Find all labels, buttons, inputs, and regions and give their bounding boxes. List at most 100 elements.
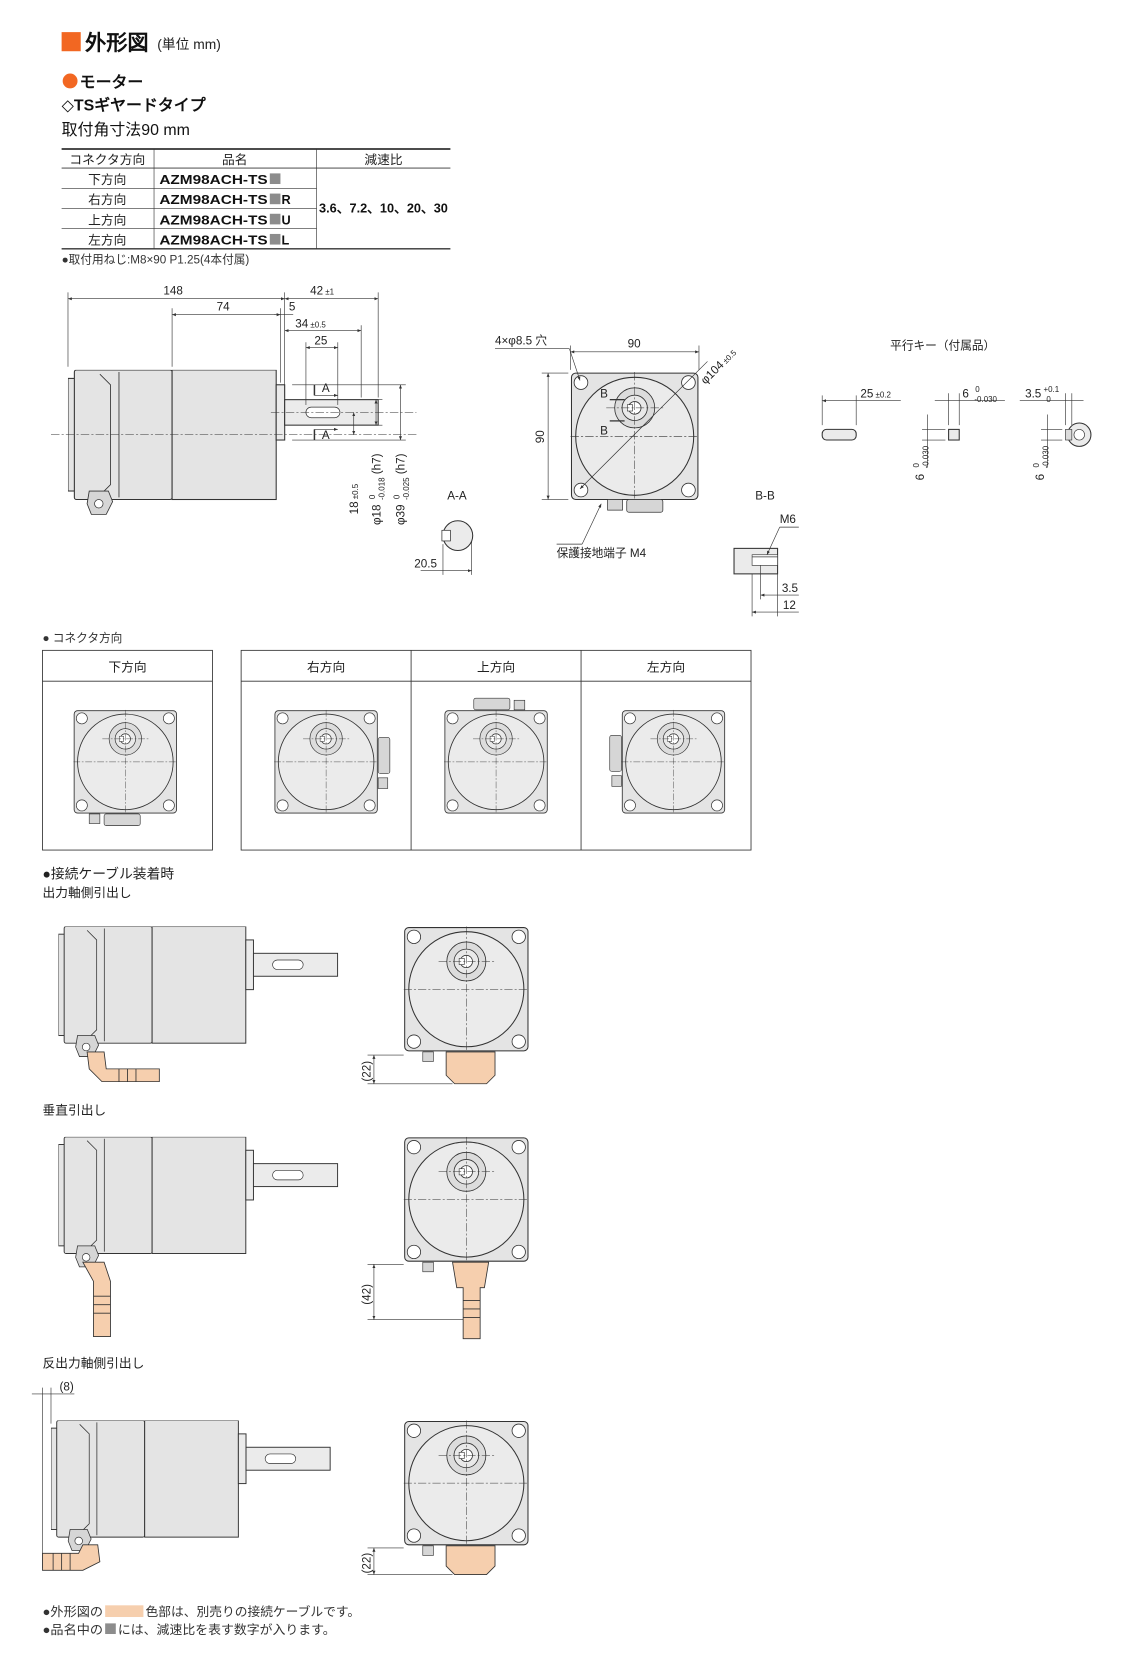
thread-leader bbox=[766, 526, 780, 555]
front-view-vertical bbox=[403, 1136, 530, 1263]
table-header-ratio: 減速比 bbox=[364, 152, 402, 167]
key-side bbox=[821, 428, 857, 441]
front-view-left bbox=[621, 709, 726, 814]
table-direction-cell: 右方向 bbox=[88, 192, 126, 207]
dim-tol-lower: -0.025 bbox=[402, 477, 411, 500]
table-direction-cell: 下方向 bbox=[88, 172, 126, 187]
connector-right bbox=[377, 777, 389, 789]
connector-up bbox=[513, 699, 526, 711]
front-view-main: 90 4×φ8.5 穴 φ104±0.5 90 B B 保護接地端子 M4 bbox=[495, 333, 739, 560]
section-b-label-top: B bbox=[600, 388, 608, 401]
pcd-label: φ104±0.5 bbox=[698, 346, 739, 387]
dim-5-label: 5 bbox=[289, 300, 296, 313]
section-aa: A-A 20.5 bbox=[414, 490, 474, 575]
dim-value: 6 bbox=[962, 388, 969, 401]
dim-width-90-label: 90 bbox=[628, 338, 641, 351]
dim-25-label: 25 bbox=[314, 334, 327, 347]
keyway-height-label: 6 0-0.030 bbox=[1032, 445, 1051, 480]
connector-left bbox=[609, 735, 622, 772]
dim-phi18-label: φ180-0.018(h7) bbox=[368, 453, 387, 525]
front-view-reverse bbox=[403, 1420, 530, 1546]
dim-18-offset-label: 18 ±0.5 bbox=[348, 483, 361, 514]
table-model-cell: AZM98ACH-TS bbox=[159, 192, 267, 207]
section-bb: B-B M6 3.5 12 bbox=[733, 490, 799, 617]
cable-plug-front bbox=[445, 1051, 496, 1085]
tapped-hole bbox=[751, 554, 778, 566]
dim-height-90-label: 90 bbox=[534, 430, 547, 443]
dim-value: 18 bbox=[348, 501, 361, 514]
cable-vertical-heading: 垂直引出し bbox=[42, 1103, 106, 1118]
panel-frame bbox=[240, 649, 752, 851]
key-height-label: 6 0-0.030 bbox=[912, 445, 931, 480]
side-view-reverse bbox=[50, 1420, 331, 1551]
dim-value: 42 bbox=[310, 284, 323, 297]
cable-reverse-side-dim-label: (8) bbox=[59, 1381, 73, 1394]
dim-tol-upper: 0 bbox=[912, 463, 921, 468]
dim-value: 34 bbox=[295, 317, 308, 330]
dim-3-5-label: 3.5 bbox=[782, 582, 798, 595]
cable-plug-front bbox=[445, 1545, 496, 1575]
front-view-right bbox=[274, 709, 379, 814]
cable-vertical-dim-label: (42) bbox=[361, 1284, 374, 1305]
mount-size: 取付角寸法90 mm bbox=[62, 121, 190, 139]
connector-small bbox=[422, 1261, 434, 1273]
panel-frame bbox=[42, 649, 213, 851]
mount-screw-note: ●取付用ねじ:M8×90 P1.25(4本付属) bbox=[62, 253, 250, 267]
dim-tol-upper: 0 bbox=[975, 385, 980, 394]
table-model-cell: AZM98ACH-TS bbox=[159, 172, 267, 187]
dim-tol-lower: -0.030 bbox=[974, 395, 997, 404]
cable-output-drawing: (22) bbox=[58, 926, 530, 1085]
dim-tol: ±0.2 bbox=[876, 391, 892, 400]
model-table: コネクタ方向 品名 減速比 下方向 AZM98ACH-TS 右方向 AZM98A… bbox=[61, 148, 451, 250]
section-bb-label: B-B bbox=[755, 490, 775, 503]
side-view bbox=[67, 369, 379, 515]
panel-label-left: 左方向 bbox=[647, 660, 685, 675]
dim-20-5-label: 20.5 bbox=[414, 557, 437, 570]
connector-right bbox=[377, 737, 391, 774]
table-model-cell: AZM98ACH-TS bbox=[159, 212, 267, 227]
table-direction-cell: 上方向 bbox=[88, 212, 126, 227]
section-a-label-top: A bbox=[322, 382, 330, 395]
table-header-model: 品名 bbox=[222, 152, 247, 167]
dim-42-label: 42±1 bbox=[310, 284, 334, 297]
dim-phi39-label: φ390-0.025(h7) bbox=[392, 453, 411, 525]
table-model-cell: AZM98ACH-TS bbox=[159, 233, 267, 248]
cable-plug-side bbox=[42, 1544, 101, 1571]
dim-148-label: 148 bbox=[163, 284, 182, 297]
dim-tol-upper: 0 bbox=[368, 494, 377, 499]
dim-74-label: 74 bbox=[217, 300, 230, 313]
motor-type: ◇TSギヤードタイプ bbox=[62, 96, 206, 115]
holes-label: 4×φ8.5 穴 bbox=[495, 333, 547, 347]
dim-tol-upper: 0 bbox=[392, 494, 401, 499]
connector-bottom bbox=[607, 499, 623, 511]
dim-fit: (h7) bbox=[370, 453, 383, 474]
dim-tol-lower: -0.030 bbox=[1041, 445, 1050, 468]
cable-plug-side bbox=[82, 1261, 111, 1338]
dim-value: 6 bbox=[1034, 474, 1047, 481]
ratio-placeholder-square bbox=[269, 213, 281, 225]
cable-reverse-dim-label: (22) bbox=[361, 1553, 374, 1574]
footer-ratio-suffix: には、減速比を表す数字が入ります。 bbox=[118, 1622, 336, 1637]
connector-up bbox=[473, 697, 511, 711]
dim-value: 6 bbox=[914, 474, 927, 481]
side-view-vertical bbox=[58, 1136, 339, 1268]
dim-tol-upper: 0 bbox=[1032, 463, 1041, 468]
front-view bbox=[570, 372, 699, 501]
section-a-label-bottom: A bbox=[322, 429, 330, 442]
ratio-placeholder-square bbox=[269, 233, 281, 245]
connector-bottom bbox=[626, 499, 664, 513]
dim-tol-lower: -0.030 bbox=[921, 445, 930, 468]
cable-vertical-drawing: (42) bbox=[58, 1136, 530, 1340]
dim-tol: ±1 bbox=[325, 287, 334, 296]
connector-down bbox=[88, 813, 101, 824]
dim-tol: ±0.5 bbox=[351, 483, 360, 499]
table-model-suffix: L bbox=[282, 233, 290, 248]
unit-label: (単位 mm) bbox=[157, 37, 221, 52]
thread-label: M6 bbox=[780, 513, 796, 526]
dim-34-label: 34±0.5 bbox=[295, 317, 326, 330]
holes-leader bbox=[569, 348, 581, 381]
cable-output-dim-label: (22) bbox=[361, 1061, 374, 1082]
dim-tol: ±0.5 bbox=[310, 320, 326, 329]
